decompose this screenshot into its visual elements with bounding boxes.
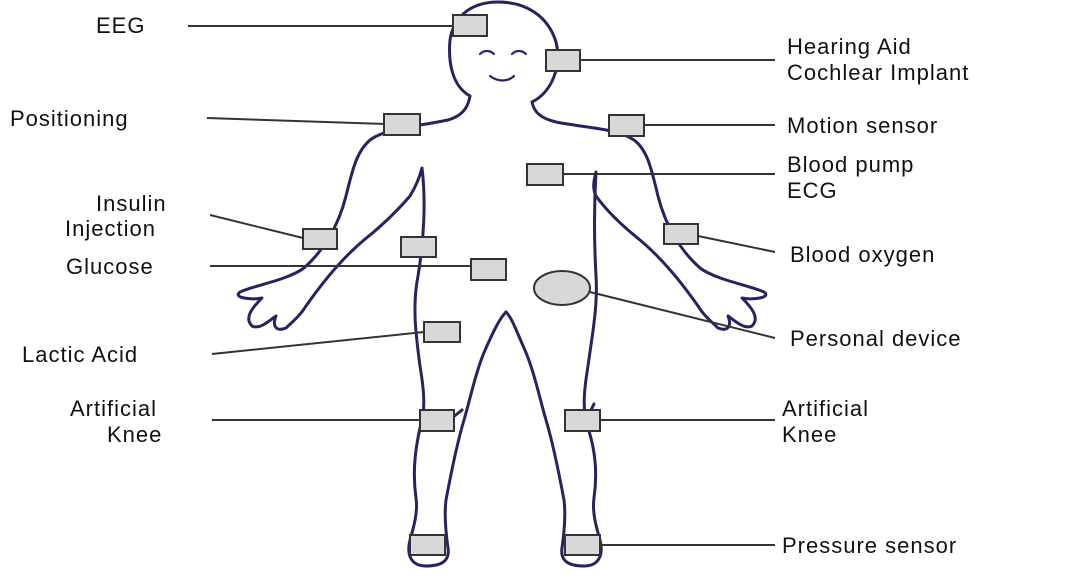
sensor-arm-left <box>401 237 436 257</box>
sensor-insulin <box>303 229 337 249</box>
leader-lactic-acid <box>212 332 424 354</box>
sensor-hearing <box>546 50 580 71</box>
label-cochlear-implant: Cochlear Implant <box>787 60 969 85</box>
leader-positioning <box>207 118 384 124</box>
right-eye <box>512 51 526 54</box>
leader-blood-oxygen <box>698 236 775 252</box>
label-artificial-left: Artificial <box>70 396 157 421</box>
label-blood-pump: Blood pump <box>787 152 914 177</box>
sensor-markers <box>303 15 698 555</box>
label-motion-sensor: Motion sensor <box>787 113 938 138</box>
label-pressure-sensor: Pressure sensor <box>782 533 957 558</box>
label-glucose: Glucose <box>66 254 154 279</box>
label-hearing-aid: Hearing Aid <box>787 34 912 59</box>
label-artificial-right: Artificial <box>782 396 869 421</box>
label-knee-right: Knee <box>782 422 837 447</box>
sensor-knee-left <box>420 410 454 431</box>
sensor-knee-right <box>565 410 600 431</box>
leader-insulin <box>210 215 303 238</box>
sensor-lactic-acid <box>424 322 460 342</box>
left-eye <box>480 51 494 54</box>
label-blood-oxygen: Blood oxygen <box>790 242 935 267</box>
sensor-personal-device <box>534 271 590 305</box>
sensor-glucose <box>471 259 506 280</box>
label-eeg: EEG <box>96 13 145 38</box>
sensor-blood-oxygen <box>664 224 698 244</box>
label-knee-left: Knee <box>107 422 162 447</box>
label-injection: Injection <box>65 216 156 241</box>
mouth <box>490 76 514 81</box>
label-ecg: ECG <box>787 178 838 203</box>
sensor-motion <box>609 115 644 136</box>
labels: EEG Hearing Aid Cochlear Implant Positio… <box>10 13 969 558</box>
sensor-eeg <box>453 15 487 36</box>
sensor-foot-left <box>410 535 445 555</box>
label-positioning: Positioning <box>10 106 129 131</box>
body-outline <box>238 2 766 566</box>
sensor-positioning <box>384 114 420 135</box>
left-body-outline <box>238 96 506 566</box>
label-personal-device: Personal device <box>790 326 962 351</box>
sensor-foot-right <box>565 535 600 555</box>
label-lactic-acid: Lactic Acid <box>22 342 138 367</box>
sensor-blood-pump <box>527 164 563 185</box>
leader-lines <box>188 26 775 545</box>
label-insulin: Insulin <box>96 191 167 216</box>
